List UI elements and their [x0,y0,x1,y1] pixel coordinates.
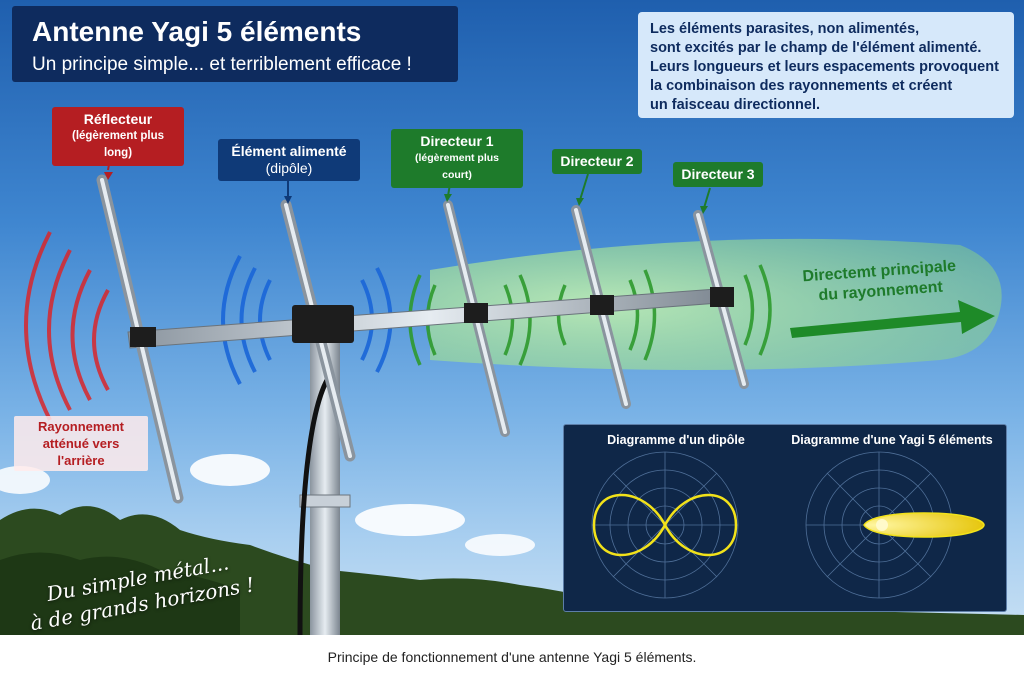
director1-label-title: Directeur 1 [420,133,494,149]
yagi-pattern [863,512,985,538]
director2-label-title: Directeur 2 [560,153,634,169]
main-direction-arrow [790,300,995,338]
antenna-illustration [0,147,1024,635]
driven-label-sub: (dipôle) [265,160,313,176]
polar-diagrams [591,451,985,599]
info-line: Leurs longueurs et leurs espacements pro… [650,59,999,75]
element-clamp [130,327,156,347]
director2-pointer [579,173,589,201]
driven-label-title: Élément alimenté [231,143,347,159]
mast-clamp [299,494,351,508]
element-clamp [590,295,614,315]
cloud [465,534,535,556]
director1-label-sub: (légèrement plus court) [414,152,500,181]
title-box: Antenne Yagi 5 éléments Un principe simp… [12,6,458,82]
info-line: un faisceau directionnel. [650,97,821,113]
dipole-polar-grid [591,451,739,599]
info-line: la combinaison des rayonnements et créen… [650,78,953,94]
back-waves [24,231,110,421]
back-radiation-line1: Rayonnement [38,419,124,434]
figure-caption: Principe de fonctionnement d'une antenne… [0,635,1024,683]
director3-label-title: Directeur 3 [681,166,755,182]
dipole-diagram-title: Diagramme d'un dipôle [607,433,745,447]
cloud [0,466,50,494]
director3-label: Directeur 3 [673,162,763,187]
dipole-pattern [592,493,738,557]
tree-line [0,506,1024,635]
reflector-label: Réflecteur (légèrement plus long) [52,107,184,166]
info-line: Les éléments parasites, non alimentés, [650,21,920,37]
foreground-trees [0,552,240,635]
director-waves [408,264,772,366]
director2-label: Directeur 2 [552,149,642,174]
reflector-label-title: Réflecteur [83,111,153,127]
page-subtitle: Un principe simple... et terriblement ef… [32,54,412,75]
driven-label: Élément alimenté (dipôle) [218,139,360,181]
cloud [190,454,270,486]
info-line: sont excités par le champ de l'élément a… [650,40,982,56]
director3-pointer [703,187,711,209]
reflector-label-sub: (légèrement plus long) [71,130,165,159]
page-title: Antenne Yagi 5 éléments [32,16,362,47]
feed-box [292,305,354,343]
coax-cable [297,373,333,635]
cloud [355,504,465,536]
element-clamp [710,287,734,307]
yagi-diagram-title: Diagramme d'une Yagi 5 éléments [791,433,993,447]
yagi-antenna-scene: Antenne Yagi 5 éléments Un principe simp… [0,0,1024,635]
back-radiation-line2: atténué vers l'arrière [42,436,120,468]
element-clamp [464,303,488,323]
radiation-diagrams-panel: Diagramme d'un dipôle Diagramme d'une Ya… [563,424,1007,612]
director1-label: Directeur 1 (légèrement plus court) [391,129,523,188]
info-box: Les éléments parasites, non alimentés, s… [638,12,1014,118]
back-radiation-label: Rayonnement atténué vers l'arrière [14,416,148,471]
